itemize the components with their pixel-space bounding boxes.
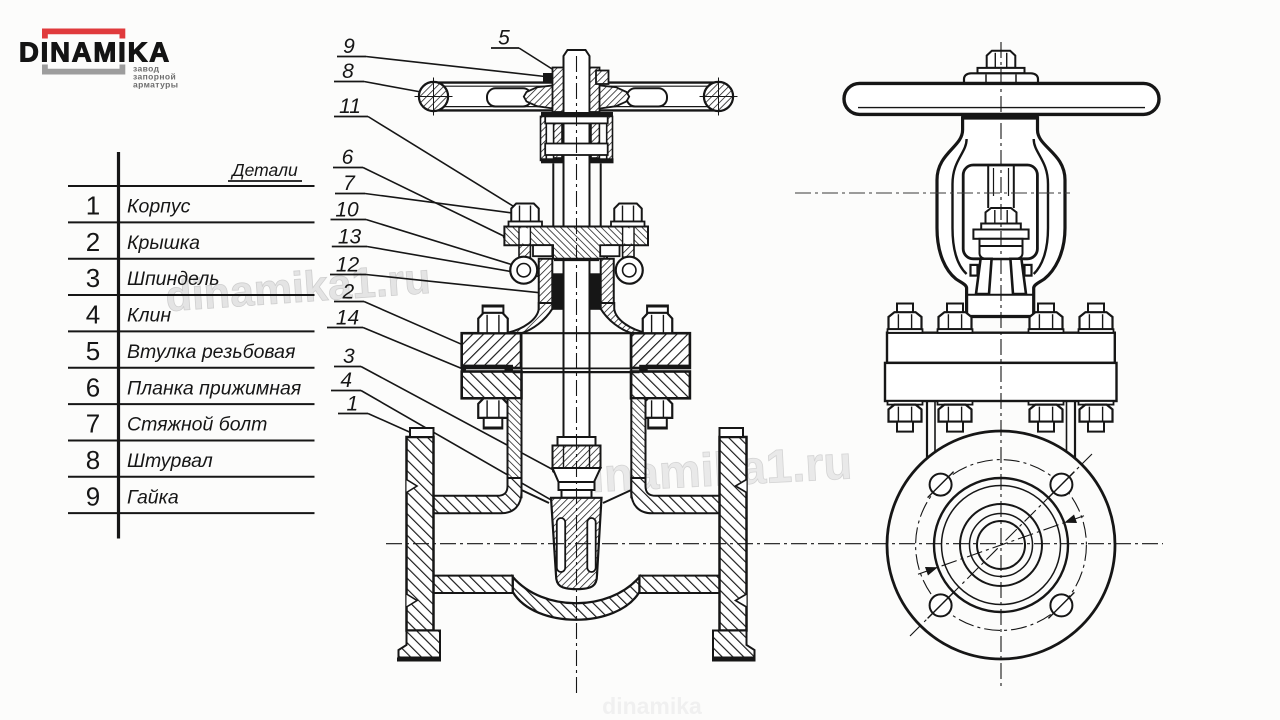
svg-text:Крышка: Крышка <box>127 232 200 254</box>
svg-text:11: 11 <box>339 95 361 118</box>
svg-text:2: 2 <box>86 227 100 257</box>
svg-text:Гайка: Гайка <box>127 486 179 508</box>
svg-text:8: 8 <box>86 445 100 475</box>
svg-text:DINAMIKA: DINAMIKA <box>19 37 171 68</box>
svg-text:9: 9 <box>343 35 355 58</box>
svg-text:4: 4 <box>340 369 352 392</box>
svg-text:6: 6 <box>342 146 354 169</box>
svg-text:Шпиндель: Шпиндель <box>127 268 219 290</box>
svg-text:6: 6 <box>86 372 100 402</box>
svg-text:7: 7 <box>343 172 356 195</box>
svg-text:арматуры: арматуры <box>133 80 178 90</box>
svg-text:7: 7 <box>86 409 100 439</box>
svg-text:Детали: Детали <box>230 160 298 180</box>
svg-text:10: 10 <box>335 199 359 222</box>
svg-text:Стяжной болт: Стяжной болт <box>127 414 267 436</box>
svg-text:4: 4 <box>86 300 100 330</box>
svg-text:1: 1 <box>347 393 359 416</box>
svg-text:3: 3 <box>343 345 355 368</box>
svg-text:5: 5 <box>86 336 100 366</box>
svg-text:Клин: Клин <box>127 305 171 327</box>
svg-text:запорной: запорной <box>133 72 176 82</box>
svg-text:Штурвал: Штурвал <box>127 450 213 472</box>
svg-text:13: 13 <box>338 226 362 249</box>
svg-text:завод: завод <box>133 64 160 74</box>
svg-text:Втулка резьбовая: Втулка резьбовая <box>127 341 296 363</box>
svg-text:14: 14 <box>336 307 359 330</box>
svg-text:2: 2 <box>341 281 354 304</box>
svg-text:12: 12 <box>336 254 360 277</box>
svg-text:1: 1 <box>86 191 100 221</box>
svg-text:9: 9 <box>86 481 100 511</box>
svg-text:3: 3 <box>86 263 100 293</box>
svg-text:Планка прижимная: Планка прижимная <box>127 377 302 399</box>
svg-text:5: 5 <box>498 27 510 50</box>
svg-text:Корпус: Корпус <box>127 196 191 218</box>
svg-text:8: 8 <box>342 60 354 83</box>
svg-text:dinamika: dinamika <box>602 693 702 719</box>
